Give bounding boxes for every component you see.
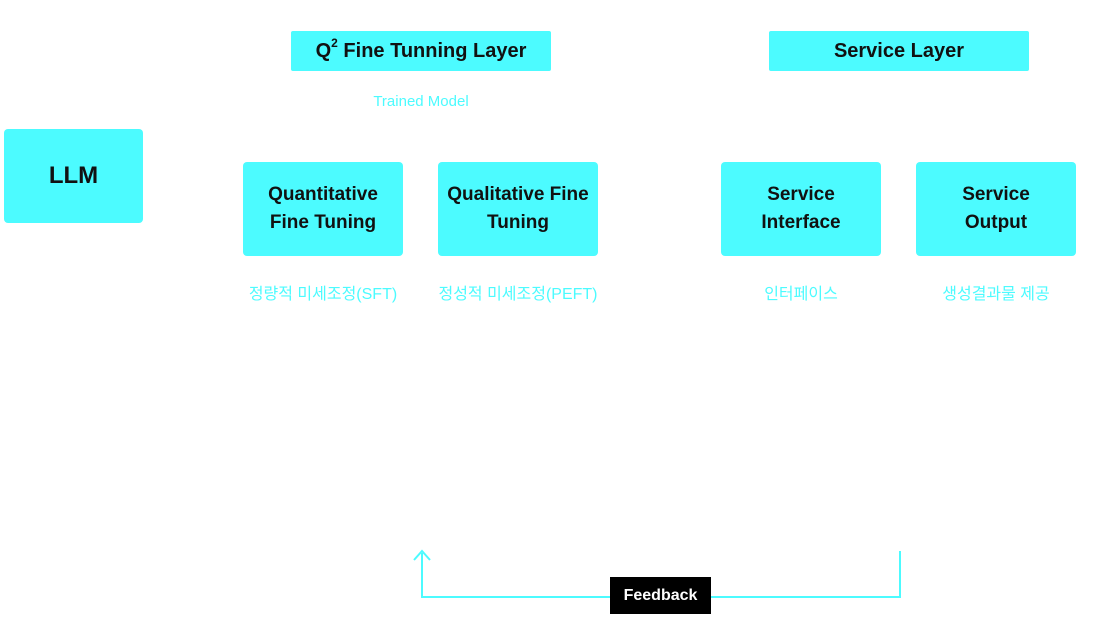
service-output-node: Service Output (916, 162, 1076, 256)
service-interface-node: Service Interface (721, 162, 881, 256)
title-rest: Fine Tunning Layer (337, 39, 527, 62)
service-layer-header: Service Layer (769, 31, 1029, 71)
feedback-line-right (711, 551, 901, 598)
sft-caption: 정량적 미세조정(SFT) (248, 286, 398, 303)
feedback-label: Feedback (610, 577, 711, 614)
quantitative-fine-tuning-node: Quantitative Fine Tuning (243, 162, 403, 256)
feedback-line-left (421, 553, 610, 598)
node-label: Service Interface (761, 184, 841, 233)
node-label: Quantitative Fine Tuning (268, 184, 378, 233)
service-layer-title: Service Layer (833, 39, 965, 62)
llm-label: LLM (48, 162, 99, 189)
peft-caption: 정성적 미세조정(PEFT) (438, 286, 598, 303)
feedback-arrow-head (413, 549, 431, 561)
title-superscript: 2 (331, 35, 338, 50)
fine-tuning-layer-header: Q2 Fine Tunning Layer (291, 31, 551, 71)
qualitative-fine-tuning-node: Qualitative Fine Tuning (438, 162, 598, 256)
node-label: Service Output (962, 184, 1030, 233)
interface-caption: 인터페이스 (764, 286, 838, 303)
feedback-text: Feedback (623, 586, 698, 604)
output-caption: 생성결과물 제공 (942, 286, 1050, 303)
trained-model-caption: Trained Model (373, 93, 469, 110)
node-label: Qualitative Fine Tuning (447, 184, 589, 233)
fine-tuning-layer-title: Q2 Fine Tunning Layer (315, 37, 527, 63)
title-q: Q (315, 39, 332, 62)
llm-node: LLM (4, 129, 143, 223)
